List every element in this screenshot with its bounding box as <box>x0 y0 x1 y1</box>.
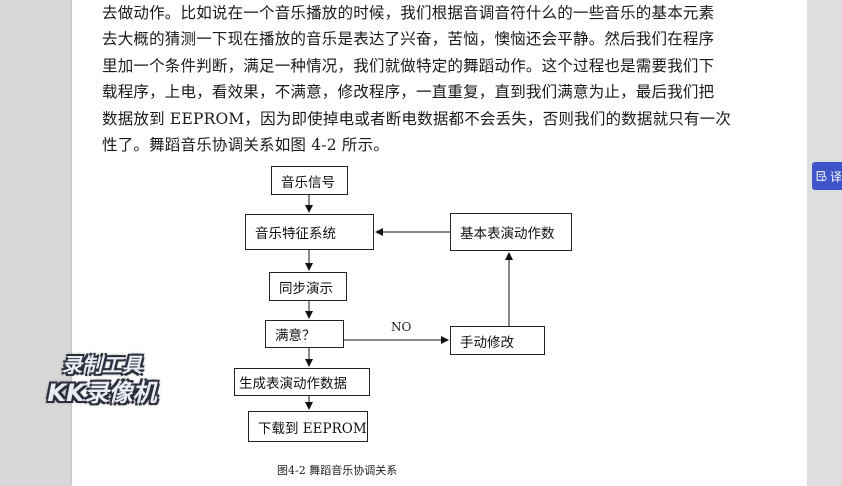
document-page: 去做动作。比如说在一个音乐播放的时候，我们根据音调音符什么的一些音乐的基本元素 … <box>72 0 807 486</box>
edge-label-no: NO <box>391 320 412 334</box>
watermark-line1: 录制工具 <box>62 353 142 377</box>
node-feature-system: 音乐特征系统 <box>245 214 374 250</box>
node-manual-edit: 手动修改 <box>450 326 545 355</box>
node-generate-data: 生成表演动作数据 <box>234 368 370 396</box>
recorder-watermark: 录制工具 KK录像机 <box>32 352 172 408</box>
node-basic-table: 基本表演动作数 <box>450 213 572 251</box>
body-paragraph: 去做动作。比如说在一个音乐播放的时候，我们根据音调音符什么的一些音乐的基本元素 … <box>102 0 782 158</box>
body-line: 里加一个条件判断，满足一种情况，我们就做特定的舞蹈动作。这个过程也是需要我们下 <box>102 56 715 75</box>
page-gutter <box>807 0 842 486</box>
side-translate-tab[interactable]: 译 <box>812 162 842 190</box>
node-music-signal: 音乐信号 <box>271 166 348 195</box>
body-line: 性了。舞蹈音乐协调关系如图 4-2 所示。 <box>102 136 390 155</box>
node-sync-demo: 同步演示 <box>269 272 347 301</box>
side-tab-label: 译 <box>829 169 842 184</box>
figure-caption: 图4-2 舞蹈音乐协调关系 <box>277 464 398 477</box>
document-translate-icon <box>816 171 827 181</box>
watermark-line2: KK录像机 <box>47 379 157 407</box>
body-line: 载程序，上电，看效果，不满意，修改程序，一直重复，直到我们满意为止，最后我们把 <box>102 83 715 102</box>
body-line: 去做动作。比如说在一个音乐播放的时候，我们根据音调音符什么的一些音乐的基本元素 <box>102 4 715 22</box>
body-line: 数据放到 EEPROM，因为即使掉电或者断电数据都不会丢失，否则我们的数据就只有… <box>102 109 732 128</box>
node-satisfied: 满意？ <box>265 320 344 348</box>
node-download-eeprom: 下载到 EEPROM <box>248 411 368 442</box>
body-line: 去大概的猜测一下现在播放的音乐是表达了兴奋，苦恼，懊恼还会平静。然后我们在程序 <box>102 30 715 49</box>
